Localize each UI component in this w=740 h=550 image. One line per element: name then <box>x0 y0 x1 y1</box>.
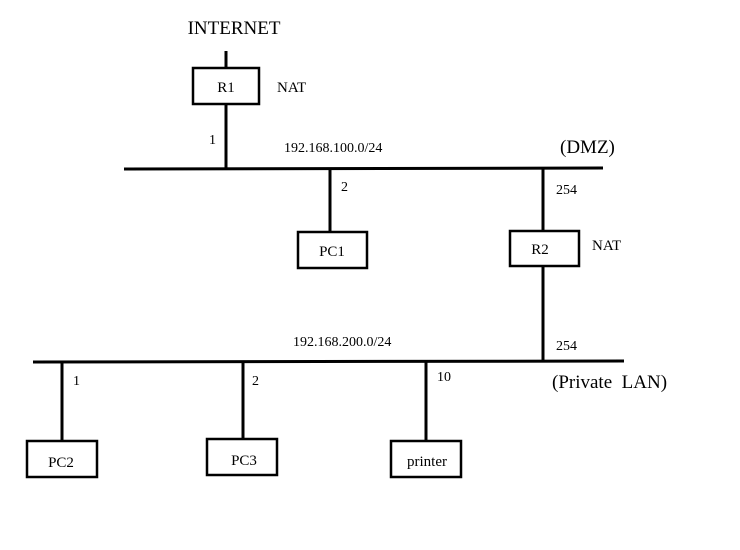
host-pc3-label: PC3 <box>231 453 257 469</box>
host-pc3[interactable]: PC3 <box>205 437 279 477</box>
host-printer-label: printer <box>407 454 447 470</box>
host-pc1[interactable]: PC1 <box>296 230 369 270</box>
host-pc2-box <box>25 439 99 479</box>
router-r1[interactable]: R1 <box>191 66 261 106</box>
host-printer-box <box>389 439 463 479</box>
pc2-host-id: 1 <box>73 374 80 389</box>
lan-bus <box>32 359 625 364</box>
lan-subnet-label: 192.168.200.0/24 <box>293 335 391 350</box>
r2-nat-label: NAT <box>592 238 621 254</box>
r2-dmz-host-id: 254 <box>556 183 577 198</box>
host-pc1-label: PC1 <box>319 244 345 260</box>
lan-name-label: (Private LAN) <box>552 372 667 393</box>
router-r2[interactable]: R2 <box>508 229 581 268</box>
host-printer[interactable]: printer <box>389 439 463 479</box>
router-r2-box <box>508 229 581 268</box>
host-pc3-box <box>205 437 279 477</box>
router-r2-label: R2 <box>531 242 549 258</box>
r2-lan-host-id: 254 <box>556 339 577 354</box>
pc3-host-id: 2 <box>252 374 259 389</box>
dmz-subnet-label: 192.168.100.0/24 <box>284 141 382 156</box>
dmz-bus <box>123 166 604 171</box>
host-pc2-label: PC2 <box>48 455 74 471</box>
r1-nat-label: NAT <box>277 80 306 96</box>
host-pc1-box <box>296 230 369 270</box>
internet-label: INTERNET <box>188 18 281 39</box>
dmz-name-label: (DMZ) <box>560 137 615 158</box>
pc1-host-id: 2 <box>341 180 348 195</box>
r1-dmz-host-id: 1 <box>209 133 216 148</box>
printer-host-id: 10 <box>437 370 451 385</box>
host-pc2[interactable]: PC2 <box>25 439 99 479</box>
router-r1-label: R1 <box>217 80 235 96</box>
